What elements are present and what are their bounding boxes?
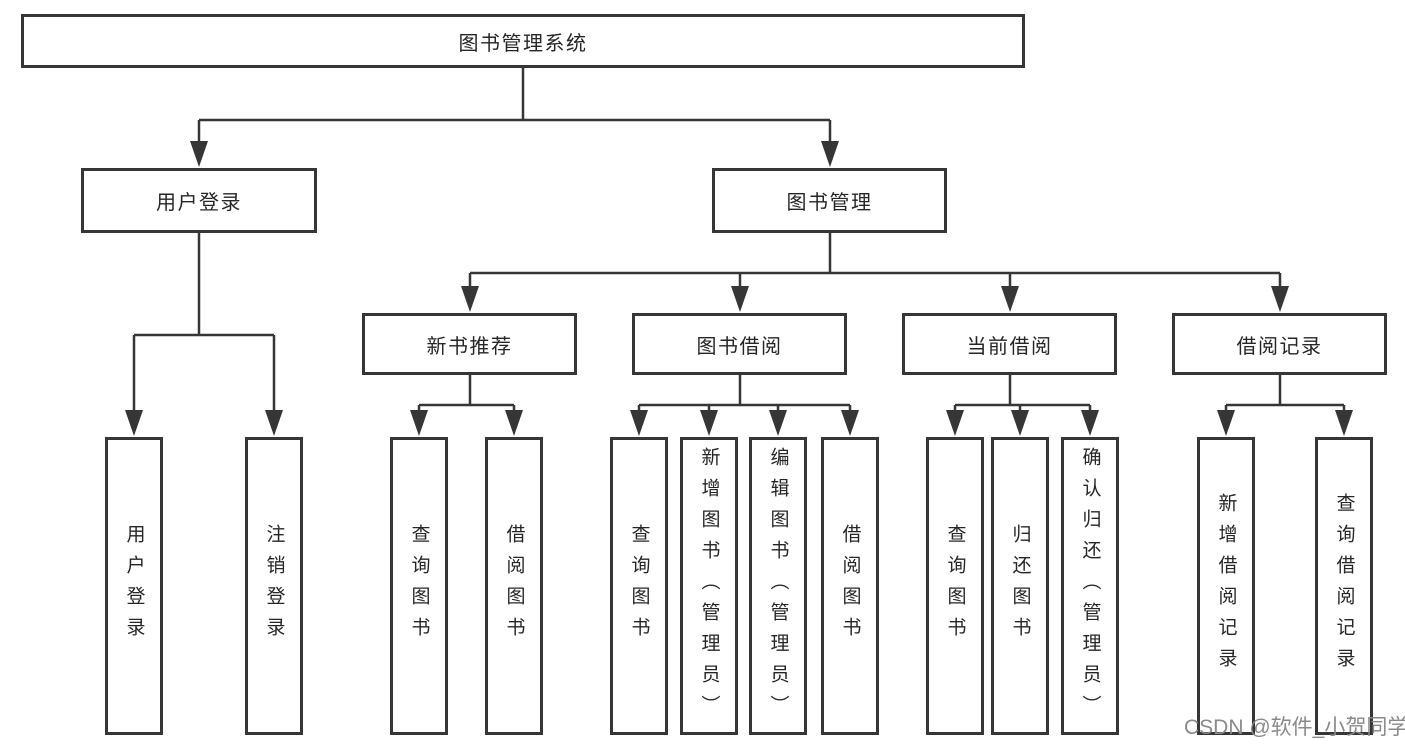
connector-book-borrow-to-leaves [630,375,859,436]
leaf-query-book-under-current: 查询图书 [926,437,984,735]
leaf-return-book-label: 归还图书 [1009,524,1031,648]
leaf-add-book-admin-label: 新增图书（管理员） [698,446,720,726]
node-borrow-records: 借阅记录 [1172,313,1387,375]
leaf-query-book-under-recommend-label: 查询图书 [408,524,430,648]
connector-new-book-rec-to-leaves [410,375,523,436]
connector-borrow-records-to-leaves [1217,375,1353,436]
node-root-label: 图书管理系统 [458,32,588,55]
node-book-borrow-label: 图书借阅 [696,335,783,358]
connector-book-mgmt-to-level3 [461,233,1289,312]
leaf-query-book-under-recommend: 查询图书 [390,437,448,735]
leaf-confirm-return-admin-label: 确认归还（管理员） [1079,446,1101,726]
leaf-query-borrow-record-label: 查询借阅记录 [1333,493,1355,679]
node-borrow-records-label: 借阅记录 [1236,335,1323,358]
leaf-add-borrow-record: 新增借阅记录 [1197,437,1255,735]
connector-current-borrow-to-leaves [946,375,1099,436]
leaf-logout-login-label: 注销登录 [263,524,285,648]
connector-user-login-to-leaves [125,233,283,436]
node-current-borrow-label: 当前借阅 [966,335,1053,358]
leaf-confirm-return-admin: 确认归还（管理员） [1061,437,1119,735]
leaf-query-book-under-borrow-label: 查询图书 [628,524,650,648]
leaf-user-login-label: 用户登录 [123,524,145,648]
node-book-management-label: 图书管理 [786,192,873,214]
leaf-edit-book-admin-label: 编辑图书（管理员） [767,446,789,726]
leaf-query-book-under-current-label: 查询图书 [944,524,966,648]
leaf-borrow-book-under-borrow-label: 借阅图书 [839,524,861,648]
leaf-query-borrow-record: 查询借阅记录 [1315,437,1373,735]
leaf-add-book-admin: 新增图书（管理员） [680,437,738,735]
leaf-add-borrow-record-label: 新增借阅记录 [1215,493,1237,679]
node-user-login-label: 用户登录 [156,192,242,214]
node-new-book-recommend: 新书推荐 [362,313,577,375]
leaf-edit-book-admin: 编辑图书（管理员） [749,437,807,735]
leaf-return-book: 归还图书 [991,437,1049,735]
node-book-management: 图书管理 [712,168,947,233]
leaf-borrow-book-under-recommend: 借阅图书 [485,437,543,735]
leaf-user-login: 用户登录 [105,437,163,735]
node-current-borrow: 当前借阅 [902,313,1117,375]
leaf-query-book-under-borrow: 查询图书 [610,437,668,735]
node-user-login: 用户登录 [81,168,317,233]
csdn-watermark: CSDN @软件_小贺同学 [1184,716,1405,739]
node-root-library-system: 图书管理系统 [21,14,1025,68]
node-new-book-recommend-label: 新书推荐 [426,335,513,358]
leaf-logout-login: 注销登录 [245,437,303,735]
node-book-borrow: 图书借阅 [632,313,847,375]
leaf-borrow-book-under-borrow: 借阅图书 [821,437,879,735]
connector-root-to-level2 [190,68,839,167]
leaf-borrow-book-under-recommend-label: 借阅图书 [503,524,525,648]
